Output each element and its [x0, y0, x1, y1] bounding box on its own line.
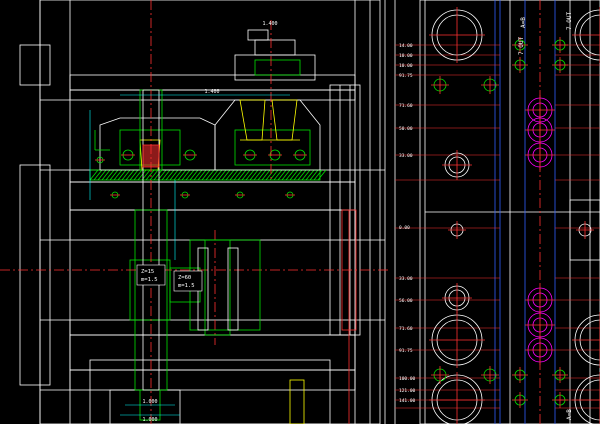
- hatch-line: [153, 169, 163, 181]
- hatch-line: [169, 169, 179, 181]
- hatch-line: [181, 169, 191, 181]
- bottom-dimension-2: 1.000: [142, 417, 157, 423]
- hatch-line: [245, 169, 255, 181]
- hatch-line: [277, 169, 287, 181]
- hatch-line: [225, 169, 235, 181]
- hatch-line: [177, 169, 187, 181]
- gear-1-teeth: Z=15: [141, 269, 154, 275]
- hatch-line: [293, 169, 303, 181]
- hatch-line: [125, 169, 135, 181]
- hatch-line: [317, 169, 327, 181]
- row-dimension-label: 91.75: [399, 73, 413, 79]
- row-dimension-label: 0.00: [399, 225, 410, 231]
- hatch-line: [193, 169, 203, 181]
- gear-1-module: m=1.5: [141, 277, 158, 283]
- hatch-line: [145, 169, 155, 181]
- row-dimension-label: 71.60: [399, 103, 413, 109]
- hatch-line: [289, 169, 299, 181]
- hatch-line: [201, 169, 211, 181]
- gear-2-teeth: Z=60: [178, 275, 191, 281]
- row-dimension-label: 50.00: [399, 126, 413, 132]
- hatch-line: [185, 169, 195, 181]
- hatch-line: [253, 169, 263, 181]
- hatch-line: [173, 169, 183, 181]
- row-dimension-label: 141.00: [399, 398, 416, 404]
- hatch-line: [93, 169, 103, 181]
- hatch-line: [241, 169, 251, 181]
- hatch-line: [297, 169, 307, 181]
- side-label-bottom: A=B: [566, 409, 573, 420]
- bottom-dimension-1: 1.000: [142, 399, 157, 405]
- hatch-line: [109, 169, 119, 181]
- hatch-line: [133, 169, 143, 181]
- row-dimension-label: 33.00: [399, 153, 413, 159]
- side-label-top-b: 7 OUT: [518, 37, 525, 55]
- hatch-line: [105, 169, 115, 181]
- top-dimension-2: 1.400: [262, 21, 277, 27]
- hatch-line: [273, 169, 283, 181]
- hatch-line: [165, 169, 175, 181]
- row-dimension-label: 100.00: [399, 376, 416, 382]
- gear-2-module: m=1.5: [178, 283, 195, 289]
- hatch-line: [229, 169, 239, 181]
- hatch-line: [257, 169, 267, 181]
- hatch-line: [89, 169, 99, 181]
- right-plan-view: [394, 0, 600, 424]
- hatch-line: [233, 169, 243, 181]
- hatch-line: [149, 169, 159, 181]
- hatch-line: [129, 169, 139, 181]
- side-label-top-c: 7 OUT: [566, 12, 573, 30]
- row-dimension-label: 121.00: [399, 388, 416, 394]
- hatch-line: [221, 169, 231, 181]
- hatch-line: [285, 169, 295, 181]
- row-dimension-label: 10.00: [399, 53, 413, 59]
- gear-label-z60: Z=60 m=1.5: [173, 270, 203, 292]
- top-dimension-1: 1.400: [204, 89, 219, 95]
- hatch-line: [113, 169, 123, 181]
- hatch-line: [137, 169, 147, 181]
- hatch-line: [249, 169, 259, 181]
- row-dimension-label: 91.75: [399, 348, 413, 354]
- hatch-line: [217, 169, 227, 181]
- left-section-view: [0, 0, 390, 424]
- hatch-line: [209, 169, 219, 181]
- hatch-line: [301, 169, 311, 181]
- hatch-line: [309, 169, 319, 181]
- hatch-line: [161, 169, 171, 181]
- hatch-line: [281, 169, 291, 181]
- hatch-line: [205, 169, 215, 181]
- hatch-line: [121, 169, 131, 181]
- hatch-line: [189, 169, 199, 181]
- hatch-line: [261, 169, 271, 181]
- hatch-line: [237, 169, 247, 181]
- row-dimension-label: 56.00: [399, 298, 413, 304]
- hatch-line: [101, 169, 111, 181]
- row-dimension-label: 71.60: [399, 326, 413, 332]
- row-dimension-label: 14.00: [399, 43, 413, 49]
- hatch-line: [305, 169, 315, 181]
- row-dimension-label: 10.00: [399, 63, 413, 69]
- hatch-line: [213, 169, 223, 181]
- hatch-line: [313, 169, 323, 181]
- hatch-line: [117, 169, 127, 181]
- hatch-line: [197, 169, 207, 181]
- row-dimension-label: 33.00: [399, 276, 413, 282]
- side-label-top-a: A=B: [520, 17, 527, 28]
- hatch-line: [265, 169, 275, 181]
- hatch-line: [97, 169, 107, 181]
- gear-label-z15: Z=15 m=1.5: [136, 264, 166, 286]
